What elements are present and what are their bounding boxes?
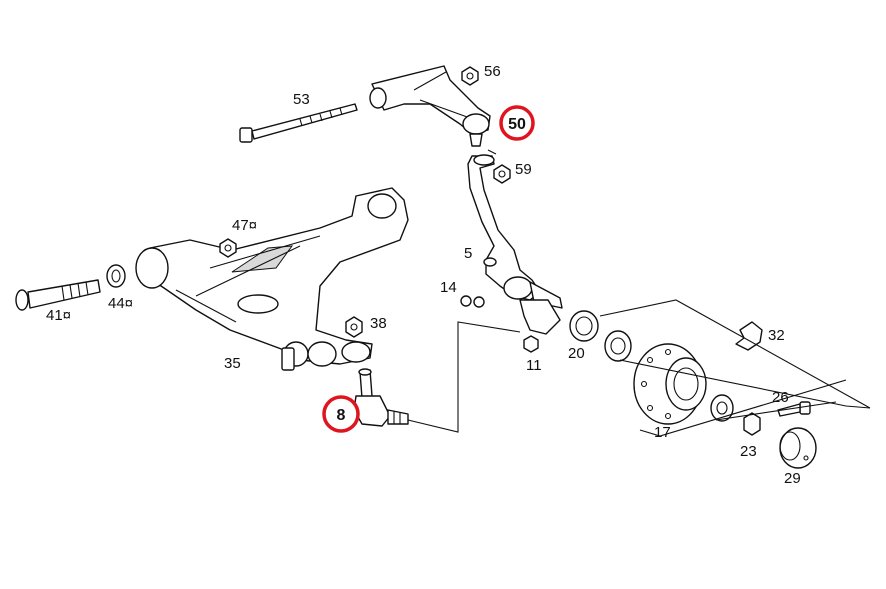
highlight-50[interactable]: 50 [499, 105, 535, 141]
nut-38[interactable] [345, 316, 363, 338]
steering-knuckle-5[interactable] [467, 154, 563, 335]
part-labels: 53 56 59 47¤ 5 41¤ 44¤ 14 38 32 35 11 20… [46, 63, 801, 487]
label-47: 47¤ [232, 217, 257, 234]
wheel-hub-17[interactable] [633, 343, 707, 425]
ball-joint-8[interactable] [353, 368, 409, 427]
label-29: 29 [784, 470, 801, 487]
bearing-inner[interactable] [604, 330, 632, 362]
bolt-26[interactable] [777, 401, 811, 417]
label-26: 26 [772, 389, 789, 406]
assembly-lines [407, 149, 871, 437]
label-32: 32 [768, 327, 785, 344]
label-8: 8 [337, 407, 346, 424]
spacer-14[interactable] [460, 295, 485, 308]
nut-59[interactable] [493, 164, 511, 184]
washer-44[interactable] [106, 264, 126, 288]
wrench-icon-32[interactable] [735, 321, 763, 351]
label-11: 11 [526, 357, 542, 374]
label-59: 59 [515, 161, 532, 178]
bolt-41[interactable] [15, 279, 101, 311]
bolt-53[interactable] [239, 103, 358, 143]
label-20: 20 [568, 345, 585, 362]
label-5: 5 [464, 245, 472, 262]
nut-23[interactable] [743, 412, 761, 436]
label-17: 17 [654, 424, 671, 441]
label-56: 56 [484, 63, 501, 80]
hub-cap-29[interactable] [779, 427, 817, 469]
label-50: 50 [508, 116, 526, 133]
label-35: 35 [224, 355, 241, 372]
highlight-circle-50 [499, 105, 535, 141]
lower-control-arm-35[interactable] [135, 187, 409, 371]
nut-11[interactable] [523, 335, 539, 353]
label-44: 44¤ [108, 295, 133, 312]
label-41: 41¤ [46, 307, 71, 324]
bearing-outer[interactable] [710, 394, 734, 422]
seal-20[interactable] [569, 310, 599, 342]
label-14: 14 [440, 279, 457, 296]
label-53: 53 [293, 91, 310, 108]
nut-47[interactable] [219, 238, 237, 258]
highlight-circle-8 [322, 395, 360, 433]
nut-56[interactable] [461, 66, 479, 86]
upper-control-arm-50[interactable] [369, 65, 491, 147]
label-38: 38 [370, 315, 387, 332]
label-23: 23 [740, 443, 757, 460]
highlight-8[interactable]: 8 [322, 395, 360, 433]
